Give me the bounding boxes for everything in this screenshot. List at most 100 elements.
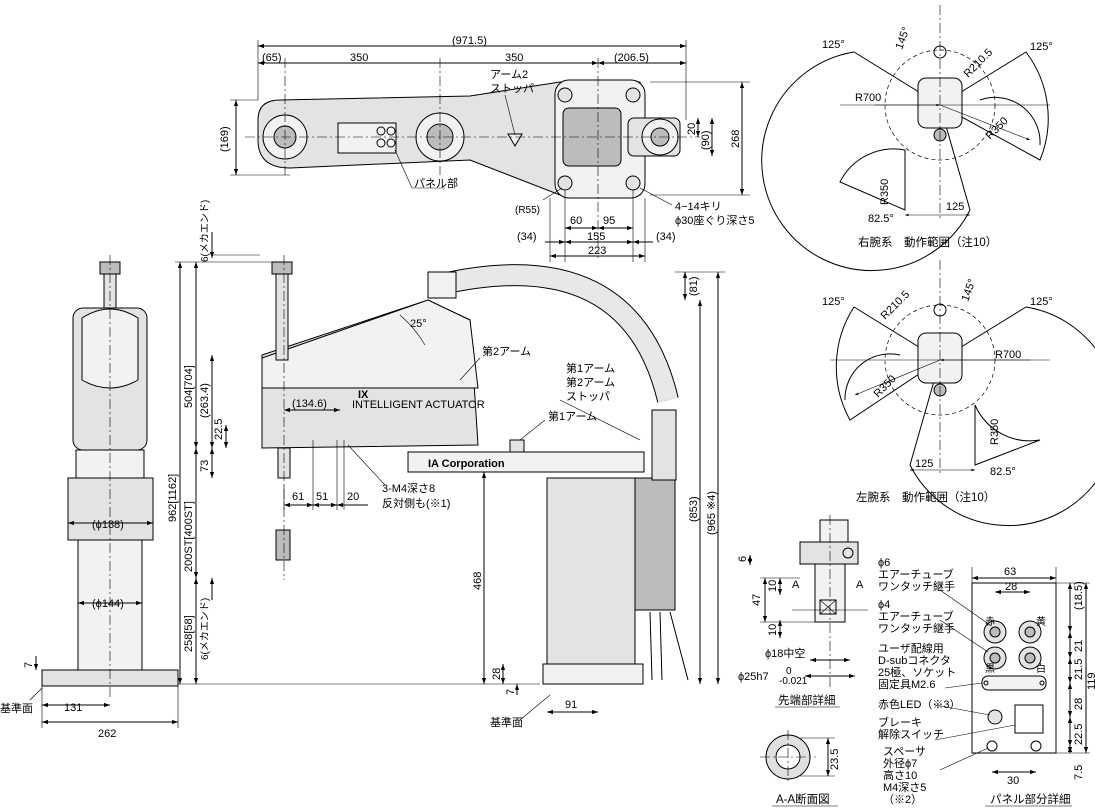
led bbox=[987, 709, 1003, 725]
dim-223-text: 223 bbox=[588, 245, 606, 257]
cables bbox=[649, 611, 689, 681]
panel-port bbox=[376, 126, 386, 136]
dim-10a-text: 10 bbox=[767, 580, 779, 592]
section-a: A bbox=[856, 579, 864, 591]
dim-mecha-bot-text: 6(メカエンド) bbox=[199, 598, 211, 660]
arm2-label: 第2アーム bbox=[482, 344, 531, 358]
range-right-inner bbox=[979, 96, 1041, 146]
dim-overall-text: (971.5) bbox=[452, 35, 487, 47]
dim-61-text: 61 bbox=[292, 491, 304, 503]
dim-51-text: 51 bbox=[316, 491, 328, 503]
panel-caption: パネル部分詳細 bbox=[990, 792, 1071, 806]
leader bbox=[519, 694, 551, 721]
spacer bbox=[1030, 740, 1042, 752]
tip-cross bbox=[819, 599, 837, 615]
dim-34l-text: (34) bbox=[517, 231, 537, 243]
color-red: 赤 bbox=[985, 616, 995, 628]
r700: R700 bbox=[855, 92, 881, 104]
dim-7-text: 7 bbox=[505, 689, 517, 695]
dim-95-text: 95 bbox=[603, 215, 615, 227]
tol-dn: -0.021 bbox=[779, 676, 808, 687]
base-column bbox=[546, 477, 636, 665]
d125: 125 bbox=[915, 458, 933, 470]
tube4-label: エアーチューブ bbox=[878, 609, 954, 623]
r210: R210.5 bbox=[879, 289, 913, 323]
dim-20-text: 20 bbox=[347, 491, 359, 503]
tip-detail: 6 10 47 10 A A ϕ18中空 ϕ25h7 0 -0.021 先端部詳… bbox=[737, 515, 868, 708]
spacer-label: 高さ10 bbox=[883, 768, 917, 782]
tube4-white-inner bbox=[1024, 652, 1036, 664]
dim-18-text: ϕ18中空 bbox=[765, 646, 805, 660]
motor-box bbox=[634, 477, 676, 611]
leader bbox=[542, 187, 563, 201]
dim-200-text: 200ST[400ST] bbox=[183, 501, 195, 572]
leader bbox=[934, 704, 991, 716]
panel-port bbox=[386, 138, 396, 148]
front-view: IA Corporation IX INTELLIGENT ACTUATOR 6… bbox=[167, 200, 725, 729]
dim-21-text: 21 bbox=[1073, 640, 1085, 652]
dsub-label: ユーザ配線用 bbox=[878, 641, 944, 655]
leader bbox=[939, 747, 989, 771]
arm2-upper bbox=[261, 299, 479, 389]
tube6-yellow-inner bbox=[1024, 626, 1036, 638]
dim-258-text: 258[58] bbox=[183, 615, 195, 652]
range-right-area bbox=[939, 51, 1049, 161]
leader bbox=[939, 589, 991, 626]
dim-263-text: (263.4) bbox=[199, 383, 211, 418]
brake-label: ブレーキ bbox=[878, 715, 922, 729]
dim-962-text: 962[1162] bbox=[167, 474, 179, 522]
leader bbox=[519, 419, 546, 441]
angle-arc bbox=[399, 314, 426, 346]
dim-262-text: 262 bbox=[98, 728, 116, 740]
range-right: 125° 145° 125° R210.5 R700 R350 R350 82.… bbox=[761, 5, 1053, 272]
dsub-label: 固定具M2.6 bbox=[878, 677, 935, 691]
dim-134-text: (134.6) bbox=[292, 398, 327, 410]
section-a: A bbox=[792, 579, 800, 591]
dim-23-text: 23.5 bbox=[829, 749, 841, 770]
dim-268-text: 268 bbox=[730, 130, 742, 148]
panel-port bbox=[376, 138, 386, 148]
a82: 82.5° bbox=[868, 213, 894, 225]
dim-188-text: (ϕ188) bbox=[92, 519, 124, 531]
dim-131-text: 131 bbox=[64, 702, 82, 714]
tip-caption: 先端部詳細 bbox=[778, 693, 836, 707]
arm1-stopper bbox=[509, 439, 525, 453]
dim-21b-text: 21.5 bbox=[1073, 659, 1085, 680]
stopper-label: 第2アーム bbox=[566, 375, 615, 389]
range-right-inner bbox=[839, 148, 906, 211]
dsub-screw bbox=[983, 680, 989, 686]
range-right-caption: 右腕系 動作範囲（注10） bbox=[858, 235, 997, 249]
range-left-caption: 左腕系 動作範囲（注10） bbox=[856, 490, 995, 504]
leader bbox=[29, 687, 43, 701]
leader bbox=[347, 444, 386, 486]
dim-18-text: (18.5) bbox=[1073, 581, 1085, 610]
dim-mecha-top-text: 6(メカエンド) bbox=[199, 200, 211, 262]
dsub-screw bbox=[1039, 680, 1045, 686]
dim-28b-text: 28 bbox=[1073, 698, 1085, 710]
dim-10b-text: 10 bbox=[767, 624, 779, 636]
a125l: 125° bbox=[822, 296, 845, 308]
dsub-label: 25極、ソケット bbox=[878, 665, 956, 679]
a145: 145° bbox=[960, 278, 979, 303]
base-ref-label: 基準面 bbox=[490, 715, 523, 729]
dim-90-text: (90) bbox=[700, 130, 712, 150]
arm1-label: 第1アーム bbox=[548, 409, 597, 423]
stopper-label: 第1アーム bbox=[566, 361, 615, 375]
color-yellow: 黄 bbox=[1036, 615, 1046, 628]
panel-detail: 63 28 (18.5) 21 21.5 119 28 22.5 7.5 30 … bbox=[878, 557, 1095, 807]
dim-22-text: 22.5 bbox=[213, 419, 225, 440]
a125r: 125° bbox=[1030, 41, 1053, 53]
dim-47-text: 47 bbox=[751, 594, 763, 606]
aa-section: 23.5 A-A断面図 bbox=[760, 730, 841, 807]
aa-caption: A-A断面図 bbox=[776, 792, 830, 806]
tip-screw bbox=[842, 547, 854, 559]
dim-7-text: 7.5 bbox=[1073, 765, 1085, 780]
dim-91-text: 91 bbox=[565, 699, 577, 711]
r700: R700 bbox=[995, 349, 1021, 361]
brand-label: IA Corporation bbox=[428, 458, 505, 470]
dim-28-text: 28 bbox=[1005, 581, 1017, 593]
dim-169-text: (169) bbox=[219, 126, 231, 152]
tip-nut bbox=[799, 541, 859, 565]
dim-468-text: 468 bbox=[472, 572, 484, 590]
